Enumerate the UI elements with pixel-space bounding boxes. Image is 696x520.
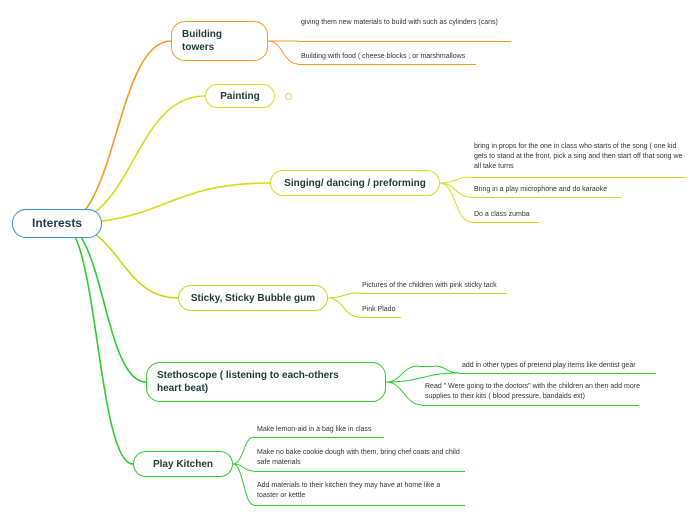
leaf-underline <box>418 366 434 367</box>
leaf-underline <box>471 177 686 178</box>
leaf-singing-1[interactable]: Bring in a play microphone and do karaok… <box>474 186 608 193</box>
leaf-building-0[interactable]: giving them new materials to build with … <box>301 19 498 26</box>
topic-singing-dancing[interactable]: Singing/ dancing / preforming <box>270 170 440 196</box>
topic-sticky-bubble-gum[interactable]: Sticky, Sticky Bubble gum <box>178 285 328 311</box>
leaf-stethoscope-2[interactable]: Read " Were going to the doctors" with t… <box>425 383 640 400</box>
topic-label: Singing/ dancing / preforming <box>284 177 426 189</box>
connector-topic-leaf <box>232 463 255 506</box>
leaf-underline <box>359 317 401 318</box>
topic-play-kitchen[interactable]: Play Kitchen <box>133 451 233 477</box>
connector-leaf-leaf <box>433 365 460 374</box>
connector-topic-leaf <box>439 182 472 198</box>
connector-topic-leaf <box>232 436 255 465</box>
topic-label: Painting <box>220 90 260 102</box>
connector-topic-leaf <box>385 381 423 406</box>
topic-label: Sticky, Sticky Bubble gum <box>190 292 316 304</box>
leaf-underline <box>254 437 384 438</box>
connector-topic-leaf <box>327 292 360 299</box>
connector-root-topic <box>61 222 147 383</box>
connector-topic-leaf <box>439 176 472 184</box>
connector-root-topic <box>61 40 172 225</box>
leaf-kitchen-2[interactable]: Add materials to their kitchen they may … <box>257 482 441 499</box>
topic-building-towers[interactable]: Building towers <box>171 21 268 61</box>
leaf-underline <box>459 373 656 374</box>
leaf-stethoscope-1[interactable]: add in other types of pretend play items… <box>462 362 636 369</box>
leaf-underline <box>298 64 476 65</box>
leaf-underline <box>471 197 621 198</box>
leaf-underline <box>254 471 465 472</box>
topic-label: Stethoscope ( listening to each-others h… <box>157 370 339 394</box>
connector-topic-leaf <box>385 372 460 383</box>
leaf-kitchen-0[interactable]: Make lemon-aid in a bag like in class <box>257 426 372 433</box>
leaf-singing-2[interactable]: Do a class zumba <box>474 211 530 218</box>
topic-stethoscope[interactable]: Stethoscope ( listening to each-others h… <box>146 362 386 402</box>
connector-root-topic <box>61 95 206 225</box>
leaf-underline <box>359 293 507 294</box>
leaf-sticky-1[interactable]: Pink Plado <box>362 306 396 313</box>
leaf-building-1[interactable]: Building with food ( cheese blocks , or … <box>301 53 466 60</box>
topic-label: Building towers <box>182 29 222 53</box>
connector-topic-leaf <box>439 182 472 223</box>
root-label: Interests <box>31 215 83 230</box>
leaf-underline <box>254 505 465 506</box>
topic-label: Play Kitchen <box>152 458 214 470</box>
leaf-underline <box>422 405 639 406</box>
leaf-sticky-0[interactable]: Pictures of the children with pink stick… <box>362 282 497 289</box>
connector-root-topic <box>61 222 134 465</box>
connector-topic-leaf <box>327 297 360 318</box>
root-node-interests[interactable]: Interests <box>12 209 102 238</box>
leaf-underline <box>471 222 539 223</box>
leaf-underline <box>298 41 511 42</box>
topic-painting[interactable]: Painting <box>205 84 275 108</box>
leaf-singing-0[interactable]: bring in props for the one in class who … <box>474 143 683 170</box>
connector-topic-leaf <box>267 40 299 65</box>
leaf-kitchen-1[interactable]: Make no bake cookie dough with them, bri… <box>257 449 460 466</box>
collapsed-indicator[interactable] <box>285 93 292 100</box>
